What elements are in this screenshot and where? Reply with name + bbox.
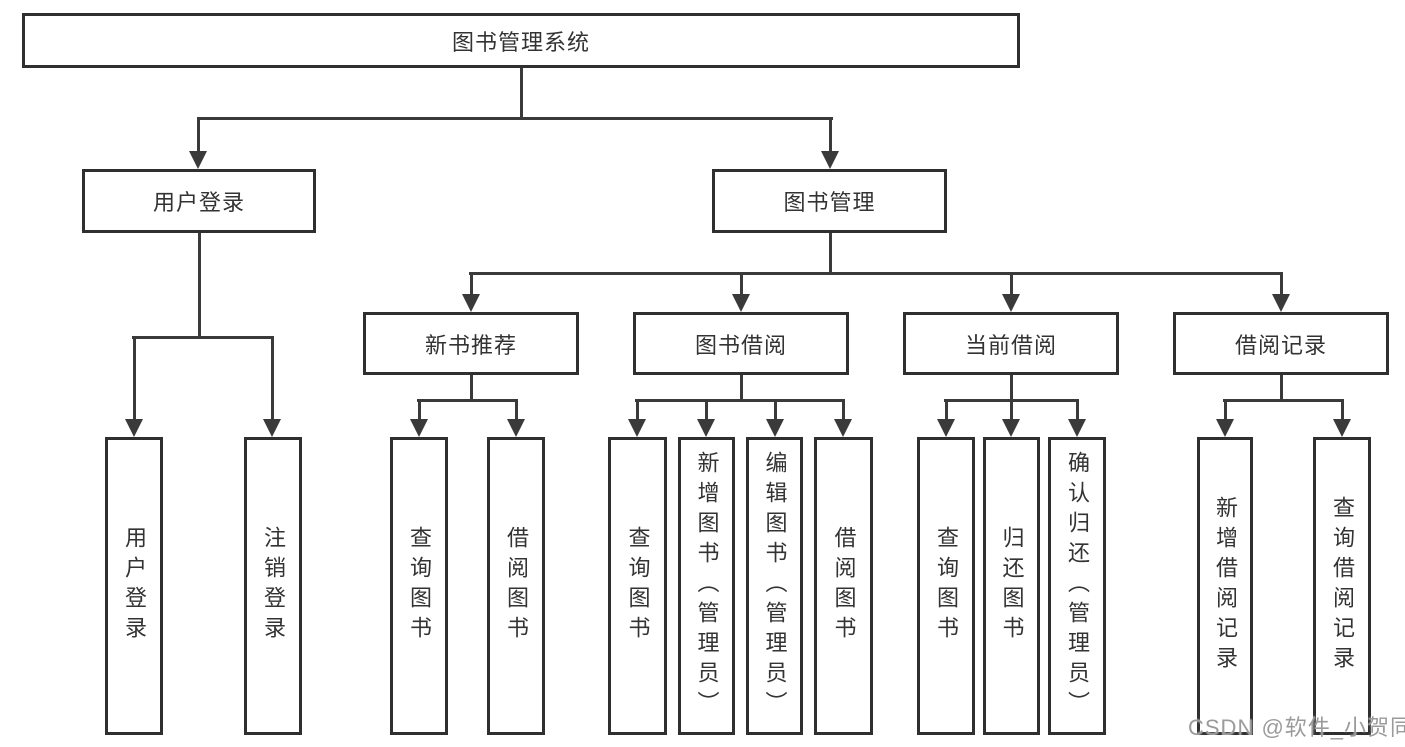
connector-book-borrow-rail bbox=[635, 399, 845, 402]
connector-root-stem bbox=[520, 68, 523, 118]
node-root: 图书管理系统 bbox=[22, 13, 1020, 68]
leaf-query-borrow-record: 查询借阅记录 bbox=[1313, 437, 1371, 735]
arrow-down-icon bbox=[1216, 419, 1234, 437]
connector-user-login-rail bbox=[132, 336, 274, 339]
leaf-query-book-rec: 查询图书 bbox=[390, 437, 448, 735]
leaf-add-book-admin: 新增图书（管理员） bbox=[678, 437, 735, 735]
connector-leaf bbox=[515, 399, 518, 422]
arrow-down-icon bbox=[1272, 294, 1290, 312]
connector-borrow-records-rail bbox=[1223, 399, 1344, 402]
arrow-down-icon bbox=[697, 419, 715, 437]
node-current-borrow: 当前借阅 bbox=[903, 312, 1119, 375]
connector-book-borrow-stem bbox=[740, 375, 743, 402]
arrow-down-icon bbox=[410, 419, 428, 437]
leaf-edit-book-admin: 编辑图书（管理员） bbox=[746, 437, 803, 735]
arrow-down-icon bbox=[821, 151, 839, 169]
leaf-borrow-book: 借阅图书 bbox=[814, 437, 873, 735]
arrow-down-icon bbox=[766, 419, 784, 437]
node-user-login: 用户登录 bbox=[82, 169, 316, 233]
connector-leaf bbox=[1076, 399, 1079, 422]
leaf-return-book: 归还图书 bbox=[983, 437, 1040, 735]
node-borrow-records: 借阅记录 bbox=[1173, 312, 1389, 375]
arrow-down-icon bbox=[732, 294, 750, 312]
connector-leaf bbox=[1224, 399, 1227, 422]
leaf-query-book-borrow: 查询图书 bbox=[608, 437, 667, 735]
arrow-down-icon bbox=[189, 151, 207, 169]
leaf-borrow-book-rec: 借阅图书 bbox=[487, 437, 545, 735]
connector-leaf bbox=[418, 399, 421, 422]
connector-to-book-mgmt bbox=[829, 117, 832, 155]
arrow-down-icon bbox=[1068, 419, 1086, 437]
arrow-down-icon bbox=[1333, 419, 1351, 437]
connector-to-leaf-user-login bbox=[133, 336, 136, 421]
connector-leaf bbox=[945, 399, 948, 422]
connector-to-current-borrow bbox=[1010, 272, 1013, 298]
connector-leaf bbox=[842, 399, 845, 422]
leaf-add-borrow-record: 新增借阅记录 bbox=[1197, 437, 1253, 735]
connector-leaf bbox=[705, 399, 708, 422]
connector-leaf bbox=[774, 399, 777, 422]
node-book-borrow: 图书借阅 bbox=[633, 312, 849, 375]
connector-current-borrow-stem bbox=[1010, 375, 1013, 402]
leaf-logout: 注销登录 bbox=[244, 437, 302, 735]
arrow-down-icon bbox=[628, 419, 646, 437]
connector-leaf bbox=[636, 399, 639, 422]
leaf-user-login: 用户登录 bbox=[105, 437, 163, 735]
connector-new-book-rec-rail bbox=[417, 399, 518, 402]
connector-user-login-stem bbox=[198, 233, 201, 338]
connector-book-mgmt-rail bbox=[469, 272, 1283, 275]
leaf-query-book-current: 查询图书 bbox=[917, 437, 975, 735]
arrow-down-icon bbox=[937, 419, 955, 437]
arrow-down-icon bbox=[462, 294, 480, 312]
node-new-book-rec: 新书推荐 bbox=[363, 312, 579, 375]
csdn-watermark: CSDN @软件_小贺同学 bbox=[1188, 715, 1405, 740]
connector-new-book-rec-stem bbox=[470, 375, 473, 402]
leaf-confirm-return-admin: 确认归还（管理员） bbox=[1048, 437, 1106, 735]
node-book-mgmt: 图书管理 bbox=[712, 169, 947, 233]
arrow-down-icon bbox=[1002, 419, 1020, 437]
connector-to-user-login bbox=[197, 117, 200, 155]
connector-book-mgmt-stem bbox=[829, 233, 832, 275]
connector-leaf bbox=[1341, 399, 1344, 422]
connector-to-leaf-logout bbox=[271, 336, 274, 421]
connector-to-new-book-rec bbox=[470, 272, 473, 298]
connector-borrow-records-stem bbox=[1280, 375, 1283, 402]
arrow-down-icon bbox=[125, 419, 143, 437]
arrow-down-icon bbox=[263, 419, 281, 437]
arrow-down-icon bbox=[1002, 294, 1020, 312]
arrow-down-icon bbox=[834, 419, 852, 437]
connector-to-book-borrow bbox=[740, 272, 743, 298]
connector-root-rail bbox=[197, 117, 833, 120]
arrow-down-icon bbox=[507, 419, 525, 437]
connector-leaf bbox=[1010, 399, 1013, 422]
connector-to-borrow-records bbox=[1280, 272, 1283, 298]
